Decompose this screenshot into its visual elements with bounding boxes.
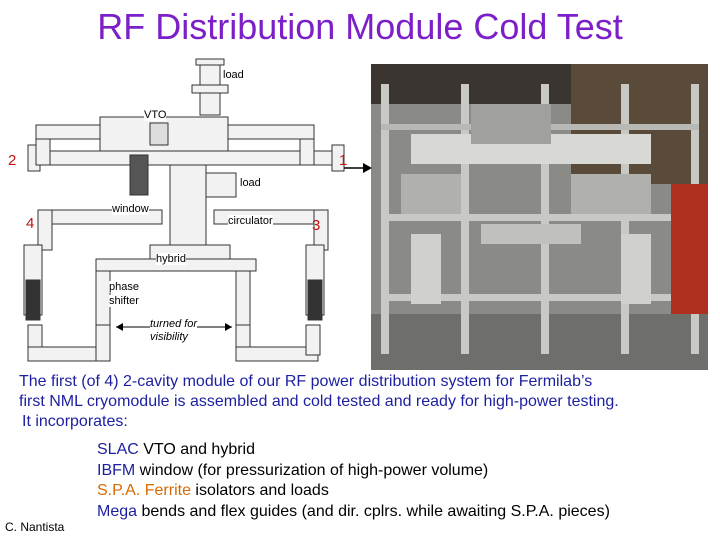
author-credit: C. Nantista	[5, 520, 64, 534]
label-load-right: load	[240, 177, 261, 189]
list-item: Mega bends and flex guides (and dir. cpl…	[97, 502, 610, 523]
item-highlight: Mega	[97, 503, 137, 520]
item-text: VTO and hybrid	[139, 441, 255, 458]
item-text: window (for pressurization of high-power…	[135, 462, 488, 479]
module-photo	[371, 64, 708, 370]
label-visibility: visibility	[150, 331, 188, 343]
label-circulator: circulator	[228, 215, 273, 227]
main-waveguide	[36, 151, 336, 165]
label-window: window	[112, 203, 149, 215]
right-load-body	[206, 173, 236, 197]
module-photo-graphic	[371, 64, 708, 370]
list-item: IBFM window (for pressurization of high-…	[97, 461, 610, 482]
list-item: SLAC VTO and hybrid	[97, 440, 610, 461]
caption-line-2: first NML cryomodule is assembled and co…	[19, 392, 709, 412]
port-4-label: 4	[26, 215, 34, 232]
label-load-top: load	[223, 69, 244, 81]
label-hybrid: hybrid	[156, 253, 186, 265]
item-highlight: SLAC	[97, 441, 139, 458]
label-shifter: shifter	[109, 295, 139, 307]
item-highlight: S.P.A. Ferrite	[97, 482, 191, 499]
component-list: SLAC VTO and hybrid IBFM window (for pre…	[97, 440, 610, 522]
label-vto: VTO	[144, 109, 166, 121]
top-load-cap	[196, 59, 224, 65]
port-3-label: 3	[312, 217, 320, 234]
caption: The first (of 4) 2-cavity module of our …	[19, 372, 709, 432]
port-2-label: 2	[8, 152, 16, 169]
caption-line-1: The first (of 4) 2-cavity module of our …	[19, 372, 709, 392]
window-part	[130, 155, 148, 195]
circulator-body	[170, 165, 206, 245]
slide-title: RF Distribution Module Cold Test	[0, 6, 720, 48]
label-phase: phase	[109, 281, 139, 293]
item-text: isolators and loads	[191, 482, 329, 499]
item-text: bends and flex guides (and dir. cplrs. w…	[137, 503, 610, 520]
waveguide-diagram: load VTO load window circulator hybrid p…	[0, 55, 370, 370]
list-item: S.P.A. Ferrite isolators and loads	[97, 481, 610, 502]
arrow-right-head	[225, 323, 232, 331]
item-highlight: IBFM	[97, 462, 135, 479]
label-turned-for: turned for	[150, 318, 197, 330]
top-load-flange	[192, 85, 228, 93]
arrow-left-head	[116, 323, 123, 331]
caption-line-3: It incorporates:	[19, 412, 709, 432]
pointer-arrow	[344, 158, 372, 178]
